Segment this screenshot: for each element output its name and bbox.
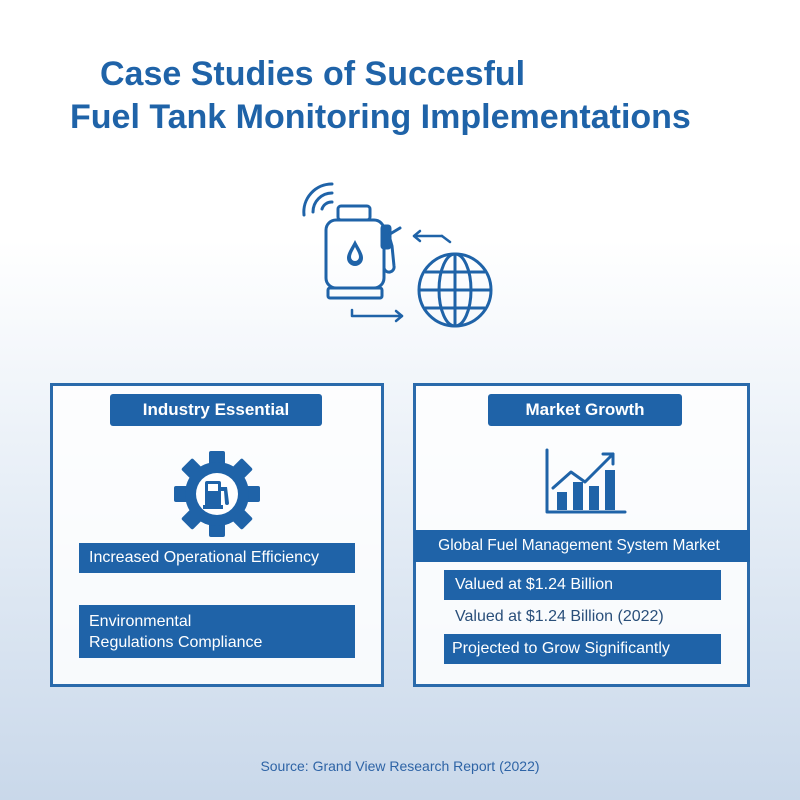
market-growth-badge: Market Growth bbox=[488, 394, 682, 426]
source-citation: Source: Grand View Research Report (2022… bbox=[260, 758, 540, 774]
page-title-line-1: Case Studies of Succesful bbox=[100, 55, 526, 93]
fuel-nozzle-icon bbox=[380, 224, 402, 274]
fuel-tank-icon bbox=[324, 204, 386, 300]
industry-essential-badge: Industry Essential bbox=[110, 394, 322, 426]
gear-fuel-pump-icon bbox=[174, 451, 260, 537]
market-projection-bar: Projected to Grow Significantly bbox=[444, 634, 721, 664]
page-title-line-2: Fuel Tank Monitoring Implementations bbox=[70, 98, 691, 136]
regulations-compliance-line-2: Regulations Compliance bbox=[89, 634, 263, 651]
hero-illustration bbox=[302, 182, 493, 328]
operational-efficiency-bar: Increased Operational Efficiency bbox=[79, 543, 355, 573]
exchange-arrows-icon bbox=[350, 229, 452, 323]
regulations-compliance-bar: Environmental Regulations Compliance bbox=[79, 605, 355, 658]
bar-chart-growth-icon bbox=[545, 448, 627, 514]
global-market-bar: Global Fuel Management System Market bbox=[414, 530, 750, 562]
market-valuation-year-text: Valued at $1.24 Billion (2022) bbox=[455, 608, 664, 625]
globe-icon bbox=[417, 252, 493, 328]
market-valuation-bar: Valued at $1.24 Billion bbox=[444, 570, 721, 600]
regulations-compliance-line-1: Environmental bbox=[89, 613, 192, 630]
wifi-signal-icon bbox=[302, 182, 334, 217]
